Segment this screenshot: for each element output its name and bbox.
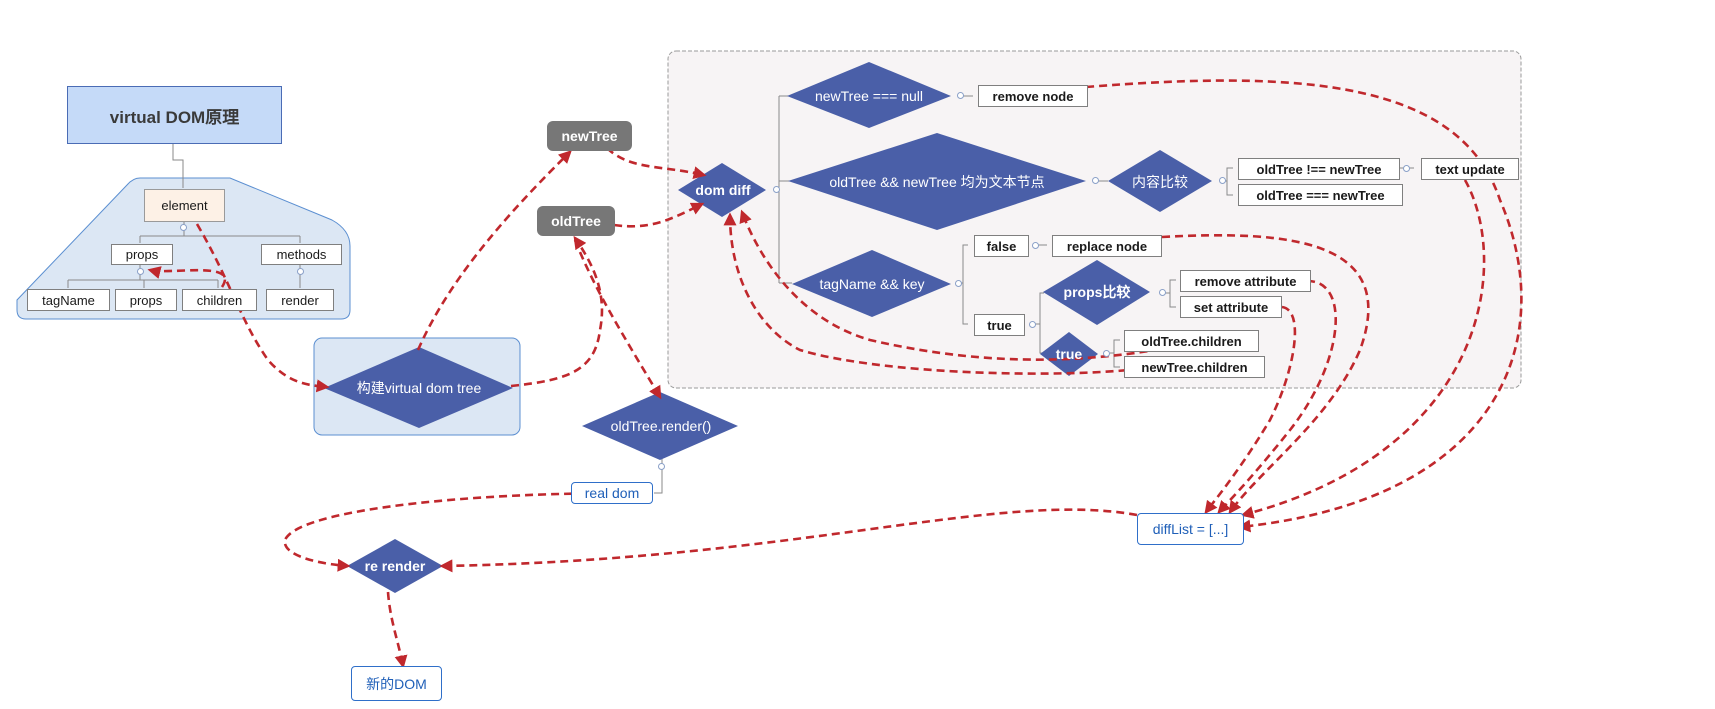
true-node[interactable]: true [974, 314, 1025, 336]
collapse-icon[interactable] [297, 268, 304, 275]
collapse-icon[interactable] [1029, 321, 1036, 328]
text-update-node[interactable]: text update [1421, 158, 1519, 180]
set-attribute-node[interactable]: set attribute [1180, 296, 1282, 318]
build-diamond [324, 347, 513, 428]
replace-node[interactable]: replace node [1052, 235, 1162, 257]
collapse-icon[interactable] [137, 268, 144, 275]
tagname-node[interactable]: tagName [27, 289, 110, 311]
collapse-icon[interactable] [658, 463, 665, 470]
collapse-icon[interactable] [773, 186, 780, 193]
collapse-icon[interactable] [1103, 350, 1110, 357]
old-children-node[interactable]: oldTree.children [1124, 330, 1259, 352]
old-render-diamond [582, 392, 738, 460]
collapse-icon[interactable] [1219, 177, 1226, 184]
content-compare-diamond [1108, 150, 1212, 212]
newtree-node[interactable]: newTree [547, 121, 632, 151]
props-child-node[interactable]: props [115, 289, 177, 311]
remove-attribute-node[interactable]: remove attribute [1180, 270, 1311, 292]
element-group-shape [16, 177, 351, 320]
children-node[interactable]: children [182, 289, 257, 311]
oldtree-node[interactable]: oldTree [537, 206, 615, 236]
tag-key-diamond [792, 250, 951, 317]
real-dom-node[interactable]: real dom [571, 482, 653, 504]
eq-node[interactable]: oldTree === newTree [1238, 184, 1403, 206]
collapse-icon[interactable] [1159, 289, 1166, 296]
collapse-icon[interactable] [955, 280, 962, 287]
remove-node[interactable]: remove node [978, 85, 1088, 107]
collapse-icon[interactable] [180, 224, 187, 231]
collapse-icon[interactable] [1092, 177, 1099, 184]
render-node[interactable]: render [266, 289, 334, 311]
false-node[interactable]: false [974, 235, 1029, 257]
text-check-diamond [788, 133, 1086, 230]
page-title: virtual DOM原理 [67, 86, 282, 144]
re-render-diamond [347, 539, 443, 593]
collapse-icon[interactable] [1032, 242, 1039, 249]
new-dom-node[interactable]: 新的DOM [351, 666, 442, 701]
props-compare-diamond [1043, 260, 1150, 325]
diamond-shapes [324, 62, 1212, 593]
difflist-node[interactable]: diffList = [...] [1137, 513, 1244, 545]
true-inner-diamond [1040, 332, 1098, 376]
new-children-node[interactable]: newTree.children [1124, 356, 1265, 378]
element-node[interactable]: element [144, 189, 225, 222]
collapse-icon[interactable] [1403, 165, 1410, 172]
dom-diff-panel [667, 50, 1522, 389]
methods-node[interactable]: methods [261, 244, 342, 265]
props-node[interactable]: props [111, 244, 173, 265]
null-check-diamond [787, 62, 951, 128]
neq-node[interactable]: oldTree !== newTree [1238, 158, 1400, 180]
collapse-icon[interactable] [957, 92, 964, 99]
